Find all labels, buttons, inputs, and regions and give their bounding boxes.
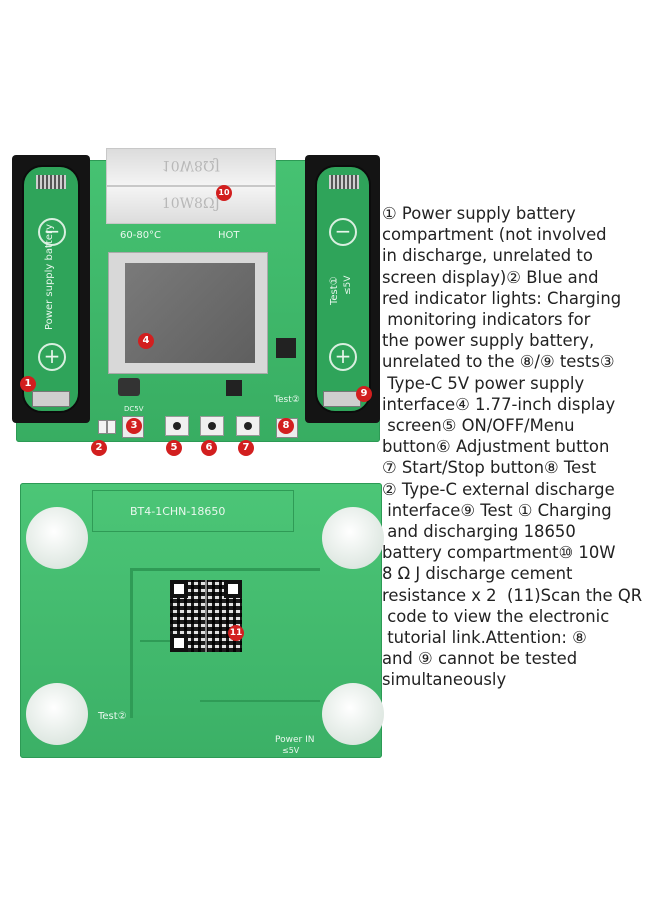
cement-resistor-1: 10W8ΩJ [106, 148, 276, 186]
hot-label: HOT [218, 230, 240, 241]
top-connector [92, 490, 294, 532]
resistor-text-1: 10W8ΩJ [161, 157, 221, 173]
start-stop-button[interactable] [236, 416, 260, 436]
qr-eye-3 [170, 634, 188, 652]
right-battery-holder: − + Test① ≤5V [305, 155, 380, 423]
desc-line: compartment (not involved [382, 225, 607, 245]
adjustment-button[interactable] [200, 416, 224, 436]
desc-line: 8 Ω J discharge cement [382, 564, 573, 584]
plus-symbol: + [38, 343, 66, 371]
plus-symbol-right: + [329, 343, 357, 371]
test1-label: Test① [329, 276, 340, 305]
desc-line: resistance x 2 (11)Scan the QR [382, 585, 643, 605]
desc-line: and discharging 18650 [382, 522, 576, 542]
callout-9: 9 [356, 386, 372, 402]
desc-line: simultaneously [382, 670, 507, 690]
callout-10: 10 [216, 185, 232, 201]
trace-1 [130, 568, 320, 571]
callout-11: 11 [228, 625, 244, 641]
red-led [107, 420, 116, 434]
trace-3 [140, 640, 180, 642]
model-label: BT4-1CHN-18650 [130, 505, 226, 518]
resistor-text-2: 10W8ΩJ [161, 196, 221, 212]
dc5v-label: DC5V [124, 405, 144, 413]
desc-line: monitoring indicators for [382, 310, 591, 330]
callout-6: 6 [201, 440, 217, 456]
callout-7: 7 [238, 440, 254, 456]
desc-line: unrelated to the ⑧/⑨ tests③ [382, 352, 615, 372]
desc-line: ① Power supply battery [382, 204, 576, 223]
desc-line: screen display)② Blue and [382, 267, 599, 287]
desc-line: interface④ 1.77-inch display [382, 394, 616, 414]
qr-eye-2 [224, 580, 242, 598]
chip [276, 338, 296, 358]
callout-3: 3 [126, 418, 142, 434]
minus-symbol-right: − [329, 218, 357, 246]
desc-line: button⑥ Adjustment button [382, 437, 610, 457]
temp-label: 60-80°C [120, 230, 162, 241]
pad-bottom-left [26, 683, 88, 745]
desc-line: code to view the electronic [382, 606, 610, 626]
power-supply-battery-label: Power supply battery [44, 223, 55, 330]
test2-label-top: Test② [274, 395, 300, 405]
pad-top-left [26, 507, 88, 569]
inductor [118, 378, 140, 396]
desc-line: interface⑨ Test ① Charging [382, 500, 612, 520]
left-battery-holder: − + Power supply battery [12, 155, 90, 423]
desc-line: ② Type-C external discharge [382, 479, 615, 499]
desc-line: battery compartment⑩ 10W [382, 543, 616, 563]
callout-8: 8 [278, 418, 294, 434]
desc-line: ⑦ Start/Stop button⑧ Test [382, 458, 597, 478]
callout-4: 4 [138, 333, 154, 349]
desc-line: the power supply battery, [382, 331, 595, 351]
pad-top-right [322, 507, 384, 569]
trace-4 [200, 700, 320, 702]
pad-bottom-right [322, 683, 384, 745]
qr-code[interactable] [170, 580, 242, 652]
chip-2 [226, 380, 242, 396]
desc-line: in discharge, unrelated to [382, 246, 593, 266]
callout-2: 2 [91, 440, 107, 456]
test2-label-bottom: Test② [98, 711, 127, 722]
callout-5: 5 [166, 440, 182, 456]
minus-symbol: − [38, 218, 66, 246]
display-screen [108, 252, 268, 374]
desc-line: and ⑨ cannot be tested [382, 649, 578, 669]
desc-line: screen⑤ ON/OFF/Menu [382, 416, 575, 436]
power-in-sub-label: ≤5V [282, 746, 300, 755]
blue-led [98, 420, 107, 434]
desc-line: Type-C 5V power supply [382, 373, 585, 393]
feature-description: ① Power supply battery compartment (not … [382, 203, 658, 691]
test1-sub-label: ≤5V [343, 275, 353, 295]
qr-eye-1 [170, 580, 188, 598]
on-off-menu-button[interactable] [165, 416, 189, 436]
desc-line: tutorial link.Attention: ⑧ [382, 628, 587, 648]
trace-2 [130, 568, 133, 718]
power-in-label: Power IN [275, 735, 315, 745]
desc-line: red indicator lights: Charging [382, 288, 622, 308]
callout-1: 1 [20, 376, 36, 392]
cement-resistor-2: 10W8ΩJ [106, 186, 276, 224]
